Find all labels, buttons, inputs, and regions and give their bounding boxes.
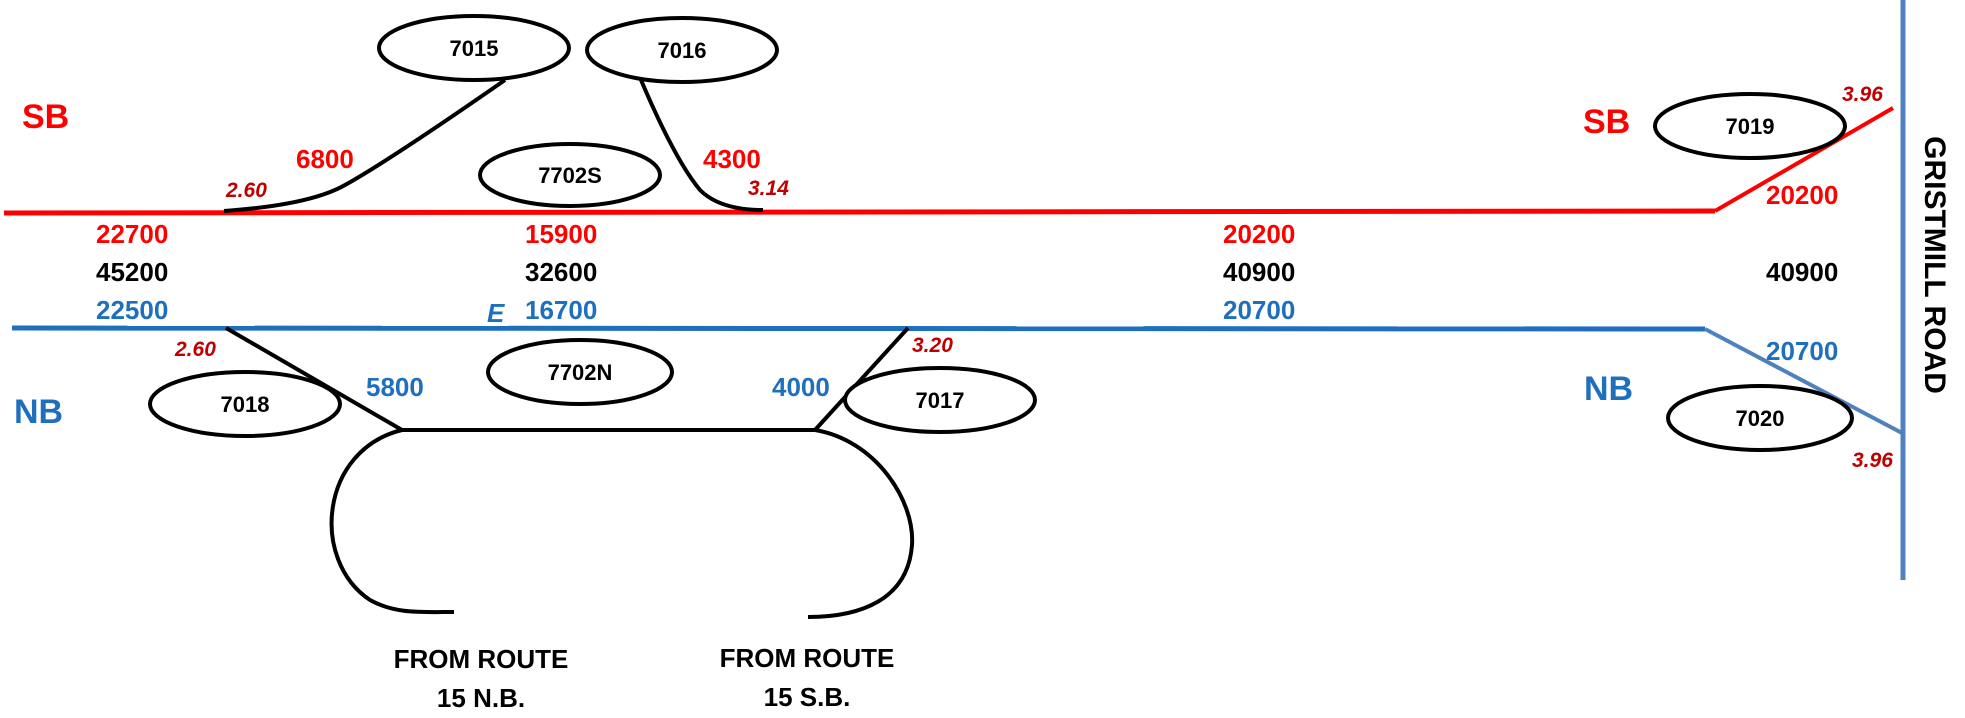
origin-route-15-sb-line2: 15 S.B. (764, 682, 851, 712)
mainline-marker: E (487, 298, 505, 328)
station-7702N-label: 7702N (548, 360, 613, 385)
milepost-nb-3-20: 3.20 (912, 334, 953, 357)
nb-volume-seg4: 20700 (1766, 336, 1838, 366)
nb-volume-seg2: 16700 (525, 295, 597, 325)
total-volume-seg1: 45200 (96, 257, 168, 287)
station-7019-ellipse (1653, 92, 1847, 160)
ramp-7016-volume: 4300 (703, 144, 761, 174)
sb-volume-seg4: 20200 (1766, 180, 1838, 210)
station-7702S-label: 7702S (538, 163, 602, 188)
total-volume-seg2: 32600 (525, 257, 597, 287)
sb-volume-seg1: 22700 (96, 219, 168, 249)
milepost-nb-2-60: 2.60 (174, 338, 216, 361)
northbound-gristmill-connector (1704, 327, 1903, 435)
station-7018-label: 7018 (221, 392, 270, 417)
ramp-7018-volume: 5800 (366, 372, 424, 402)
loop-from-route-15-nb (329, 428, 455, 615)
ramp-7018-connector (224, 326, 404, 432)
northbound-direction-label-right: NB (1584, 370, 1633, 408)
southbound-direction-label-left: SB (22, 98, 69, 136)
origin-route-15-nb-line1: FROM ROUTE (394, 644, 569, 674)
nb-volume-seg3: 20700 (1223, 295, 1295, 325)
station-7015-label: 7015 (450, 36, 499, 61)
gristmill-road-label: GRISTMILL ROAD (1918, 136, 1951, 394)
ramp-7016-connector (639, 79, 764, 212)
station-7702S-ellipse (478, 142, 662, 208)
station-7019-label: 7019 (1726, 114, 1775, 139)
station-7015-ellipse (377, 14, 571, 82)
ramp-7017-volume: 4000 (772, 372, 830, 402)
station-7017-label: 7017 (916, 388, 965, 413)
northbound-direction-label-left: NB (14, 393, 63, 431)
sb-volume-seg3: 20200 (1223, 219, 1295, 249)
southbound-gristmill-connector (1713, 106, 1895, 213)
loop-from-route-15-sb (807, 428, 915, 619)
milepost-nb-3-96: 3.96 (1852, 449, 1893, 472)
origin-route-15-nb-line2: 15 N.B. (437, 683, 525, 713)
southbound-direction-label-right: SB (1583, 103, 1630, 141)
sb-volume-seg2: 15900 (525, 219, 597, 249)
total-volume-seg4: 40900 (1766, 257, 1838, 287)
northbound-mainline (11, 325, 1706, 332)
station-7016-label: 7016 (658, 38, 707, 63)
nb-volume-seg1: 22500 (96, 295, 168, 325)
ramp-7015-volume: 6800 (296, 144, 354, 174)
station-7702N-ellipse (486, 338, 674, 406)
milepost-sb-2-60: 2.60 (225, 179, 267, 202)
origin-route-15-sb-line1: FROM ROUTE (720, 643, 895, 673)
station-7017-ellipse (843, 366, 1037, 434)
ramp-7015-connector (223, 78, 507, 213)
ramp-7017-connector (813, 326, 910, 432)
milepost-sb-3-14: 3.14 (748, 177, 789, 200)
station-7020-ellipse (1666, 384, 1854, 452)
station-7020-label: 7020 (1736, 406, 1785, 431)
station-7018-ellipse (148, 370, 342, 438)
milepost-sb-3-96: 3.96 (1842, 83, 1883, 106)
total-volume-seg3: 40900 (1223, 257, 1295, 287)
station-7016-ellipse (585, 16, 779, 84)
southbound-mainline (3, 208, 1716, 216)
